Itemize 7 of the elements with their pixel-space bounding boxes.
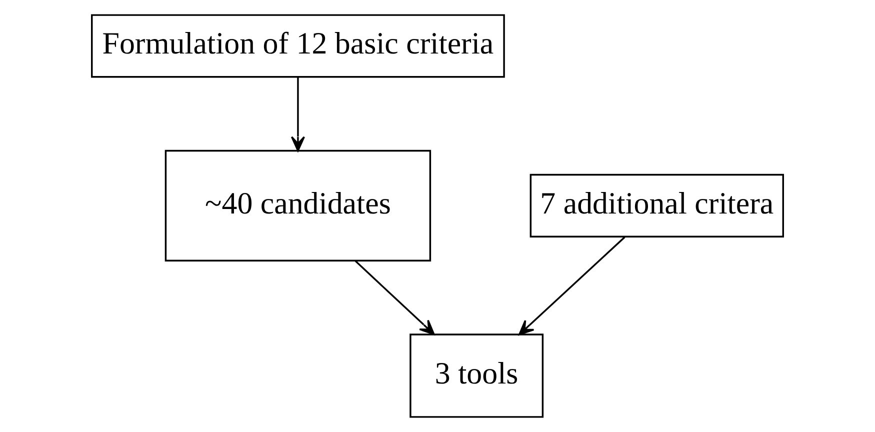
node-box: 7 additional critera: [530, 174, 784, 238]
node-box: Formulation of 12 basic criteria: [91, 14, 505, 78]
arrow: [354, 260, 435, 336]
node-box: 3 tools: [410, 334, 544, 418]
arrow: [290, 77, 305, 152]
arrow: [518, 236, 626, 336]
node-box: ~40 candidates: [164, 150, 432, 262]
